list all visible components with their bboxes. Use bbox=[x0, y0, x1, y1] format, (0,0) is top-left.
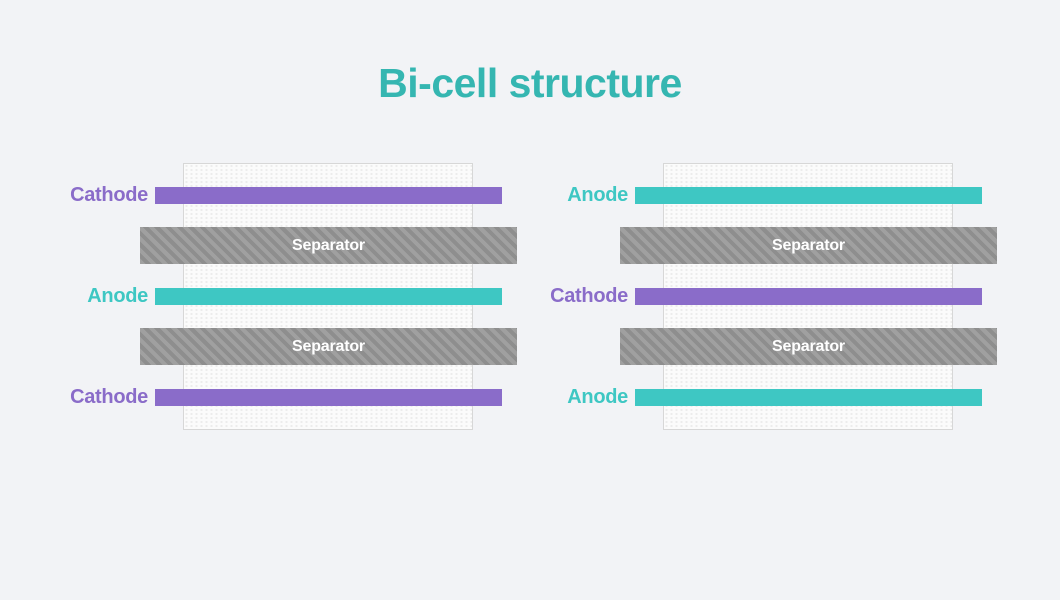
separator-bar: Separator bbox=[140, 227, 517, 264]
separator-label: Separator bbox=[772, 337, 845, 355]
anode-label: Anode bbox=[87, 285, 148, 307]
cathode-label: Cathode bbox=[550, 285, 628, 307]
anode-label: Anode bbox=[567, 386, 628, 408]
separator-label: Separator bbox=[292, 337, 365, 355]
cathode-bar bbox=[155, 186, 502, 204]
separator-bar: Separator bbox=[620, 227, 997, 264]
page-title: Bi-cell structure bbox=[378, 60, 682, 106]
cathode-bar bbox=[635, 287, 982, 305]
anode-label: Anode bbox=[567, 184, 628, 206]
anode-bar bbox=[155, 287, 502, 305]
anode-bar bbox=[635, 388, 982, 406]
separator-label: Separator bbox=[292, 236, 365, 254]
separator-bar: Separator bbox=[620, 328, 997, 365]
separator-bar: Separator bbox=[140, 328, 517, 365]
cathode-label: Cathode bbox=[70, 386, 148, 408]
cathode-bar bbox=[155, 388, 502, 406]
separator-label: Separator bbox=[772, 236, 845, 254]
cathode-label: Cathode bbox=[70, 184, 148, 206]
anode-bar bbox=[635, 186, 982, 204]
